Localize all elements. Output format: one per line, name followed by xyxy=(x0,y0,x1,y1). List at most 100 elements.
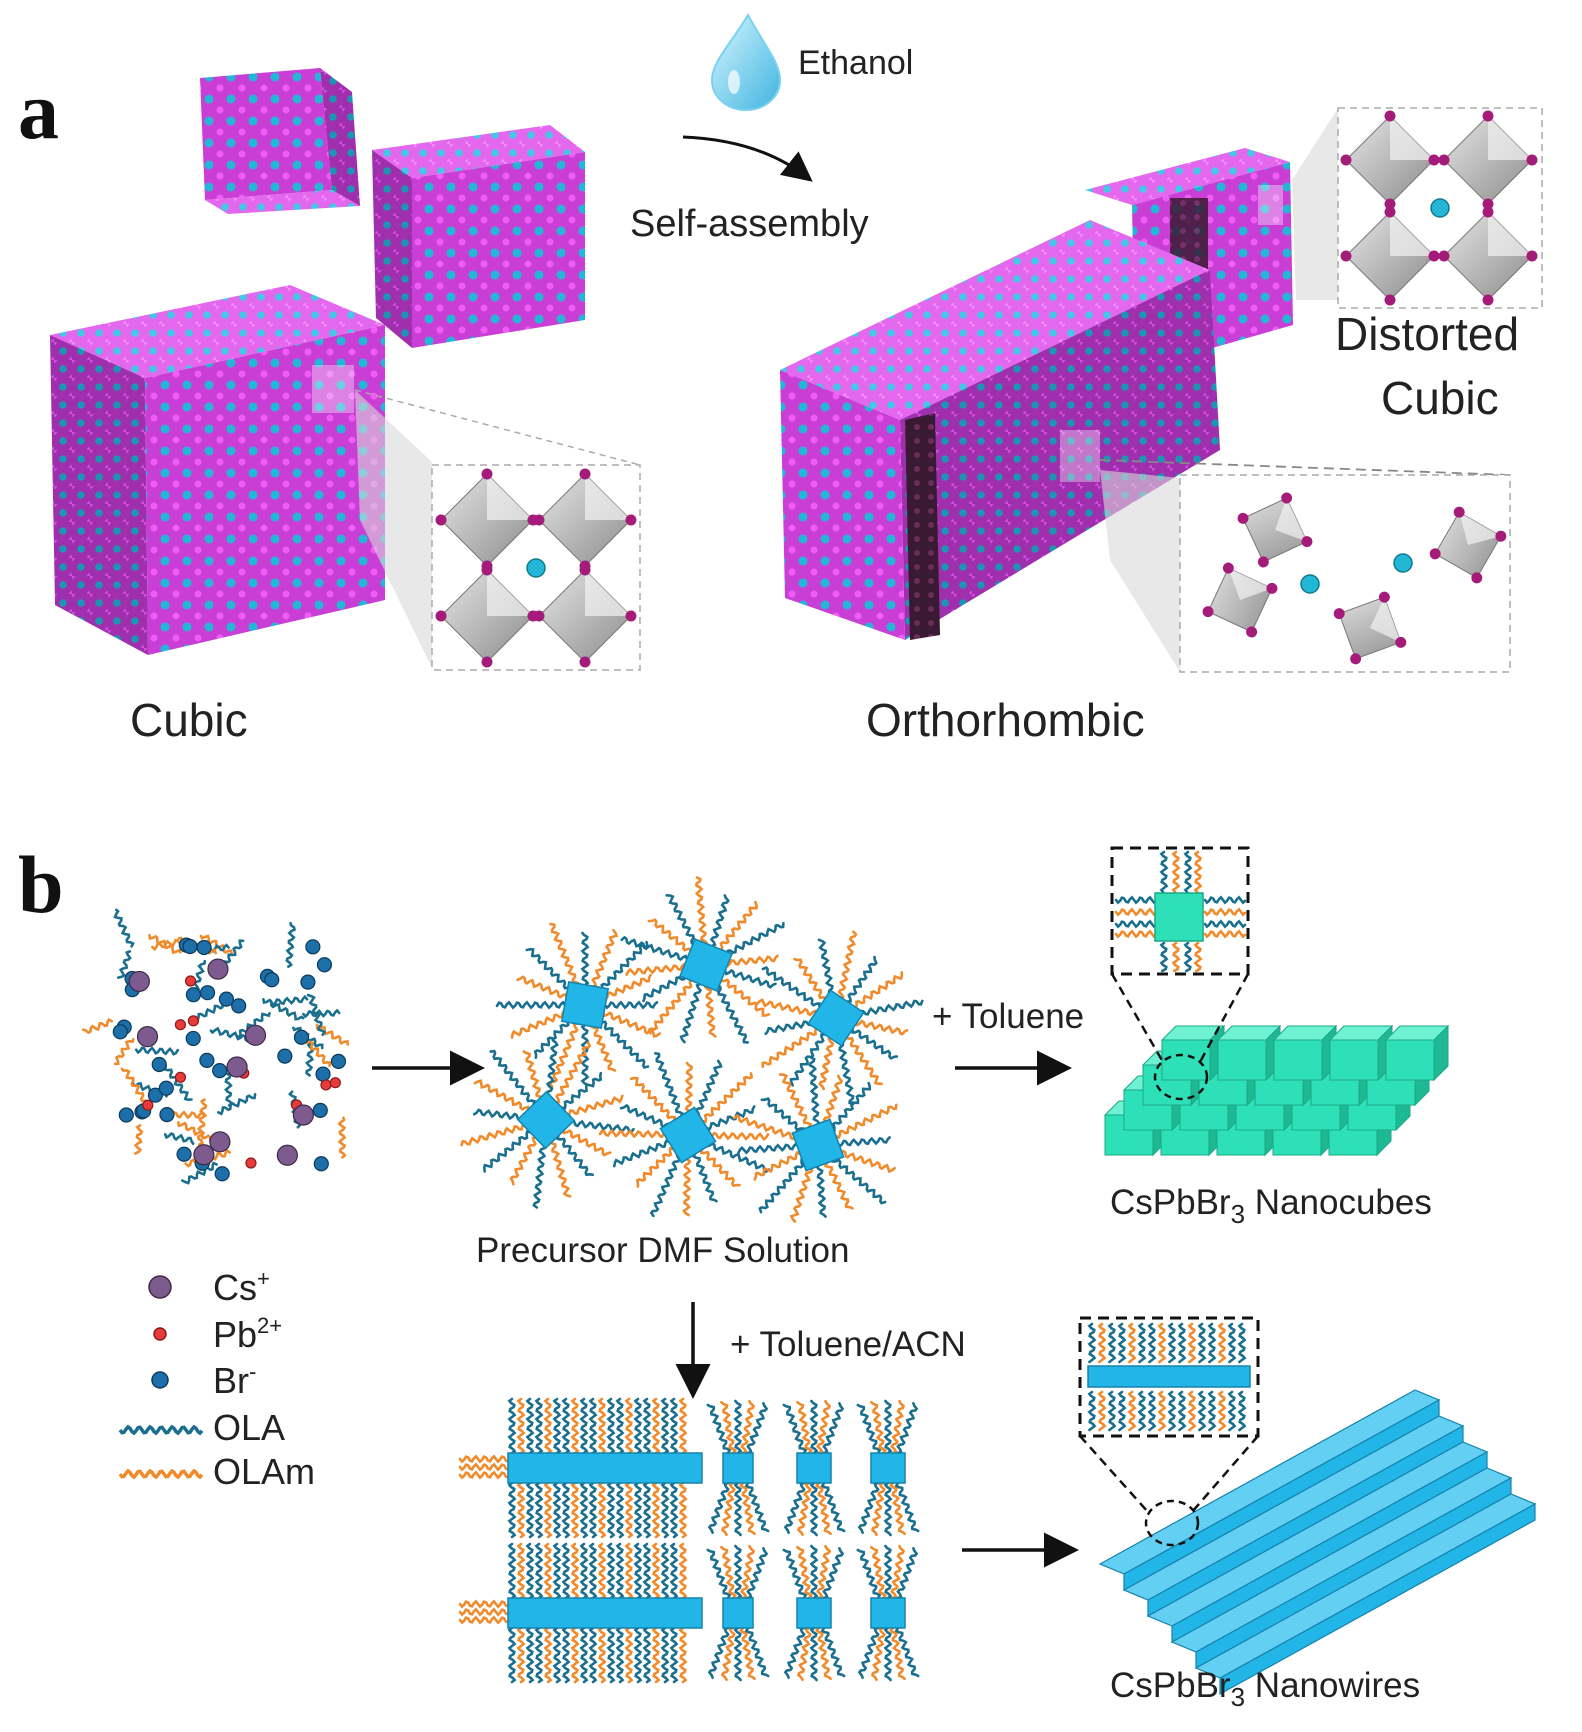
ligand-chain xyxy=(809,1481,819,1537)
ligand-chain xyxy=(196,1098,208,1146)
br-atom xyxy=(1266,582,1278,594)
ligand-chain xyxy=(552,1542,562,1600)
br-atom xyxy=(1453,506,1465,518)
ligand-chain xyxy=(854,1019,909,1036)
ligand-chain xyxy=(615,1626,625,1684)
octahedron-facet xyxy=(1488,116,1532,160)
ligand-chain xyxy=(597,1542,607,1600)
ligand-chain xyxy=(1193,941,1203,973)
ligand-chain xyxy=(883,1481,893,1537)
ligand-chain xyxy=(857,1626,880,1679)
ligand-chain xyxy=(635,1146,675,1188)
br-ion xyxy=(330,1053,347,1070)
ligand-chain xyxy=(1159,850,1169,894)
ligand-chain xyxy=(719,976,771,1017)
ligand-chain xyxy=(814,1626,832,1681)
ligand-chain xyxy=(758,1158,807,1214)
ligand-chain xyxy=(561,1481,571,1539)
ligand-chain xyxy=(552,1481,562,1539)
ligand-chain xyxy=(809,1544,819,1600)
ligand-chain xyxy=(533,1017,573,1059)
br-ion-swatch xyxy=(151,1371,169,1389)
br-ion xyxy=(214,1166,230,1182)
ligand-chain xyxy=(507,1542,517,1600)
ligand-chain xyxy=(570,1481,580,1539)
ligand-chain xyxy=(761,966,821,1008)
ligand-chain xyxy=(809,1399,819,1455)
br-atom xyxy=(625,514,637,526)
ligand-chain xyxy=(315,1023,349,1046)
br-atom xyxy=(1246,626,1258,638)
ligand-chain xyxy=(844,1033,883,1086)
ligand-chain xyxy=(870,1481,886,1536)
octahedron-facet xyxy=(585,570,631,616)
micelle xyxy=(620,876,785,1044)
ligand-chain xyxy=(516,975,568,999)
br-atom xyxy=(625,610,637,622)
nanocube-side xyxy=(1433,1024,1449,1082)
pb-ion-swatch xyxy=(153,1327,167,1341)
cs-atom xyxy=(1430,198,1450,218)
ligand-chain xyxy=(619,1103,671,1129)
ligand-chain xyxy=(458,1599,510,1609)
cs-atom xyxy=(526,558,546,578)
br-atom xyxy=(1281,492,1293,504)
br-atom xyxy=(1202,606,1214,618)
br-atom xyxy=(533,610,545,622)
cs-ion xyxy=(136,1026,159,1048)
ligand-chain xyxy=(458,1615,510,1625)
ligand-chain xyxy=(1227,1390,1237,1432)
ligand-chain xyxy=(597,1397,607,1455)
octahedron-facet xyxy=(1370,597,1401,643)
ligand-chain xyxy=(642,1481,652,1539)
ligand-chain xyxy=(681,1153,692,1217)
micelle xyxy=(495,922,662,1088)
pbbr6-octahedron xyxy=(1438,206,1538,306)
ligand-chain xyxy=(820,1626,846,1678)
ligand-chain xyxy=(633,1397,643,1455)
ligand-chain xyxy=(285,921,296,968)
toluene-acn-label: + Toluene/ACN xyxy=(730,1325,966,1364)
lamellar-block xyxy=(796,1597,832,1629)
br-atom xyxy=(1378,591,1390,603)
br-atom xyxy=(1384,206,1396,218)
pbbr6-octahedron xyxy=(1429,506,1507,584)
br-ion xyxy=(277,1048,293,1064)
br-atom xyxy=(1428,154,1440,166)
ligand-chain xyxy=(831,1156,887,1205)
ligand-chain xyxy=(809,1626,819,1682)
ligand-chain xyxy=(516,1542,526,1600)
ligand-chain xyxy=(761,1026,821,1069)
pbbr6-octahedron xyxy=(1340,206,1440,306)
ligand-chain xyxy=(598,1128,670,1139)
ligand-chain xyxy=(579,1481,589,1539)
ligand-chain xyxy=(856,1403,882,1455)
ligand-chain xyxy=(740,1400,756,1455)
br-atom xyxy=(579,656,591,668)
ligand-chain xyxy=(642,971,690,1003)
ligand-chain xyxy=(113,908,135,948)
ligand-chain xyxy=(525,1397,535,1455)
ligand-chain xyxy=(525,947,573,993)
ligand-chain xyxy=(760,1097,805,1134)
octahedron-facet xyxy=(487,474,533,520)
cs-atom xyxy=(1393,553,1413,573)
ligand-chain xyxy=(545,1039,559,1102)
br-atom xyxy=(481,564,493,576)
octahedron-facet xyxy=(1228,568,1272,600)
lamellar-block xyxy=(722,1452,754,1484)
ligand-chain xyxy=(822,1547,845,1600)
ligand-chain xyxy=(660,1481,670,1539)
br-atom xyxy=(579,564,591,576)
ligand-chain xyxy=(678,1542,688,1600)
ligand-chain xyxy=(660,1397,670,1455)
ligand-chain xyxy=(720,1545,738,1600)
ligand-chain xyxy=(851,971,904,1010)
ligand-chain xyxy=(570,1397,580,1455)
ligand-chain xyxy=(883,1626,893,1682)
ligand-chain xyxy=(543,1481,553,1539)
ligand-chain xyxy=(606,1542,616,1600)
ligand-chain xyxy=(732,1114,801,1141)
orthorhombic-unit-cell-inset xyxy=(1099,459,1511,673)
ligand-chain xyxy=(870,1545,888,1600)
